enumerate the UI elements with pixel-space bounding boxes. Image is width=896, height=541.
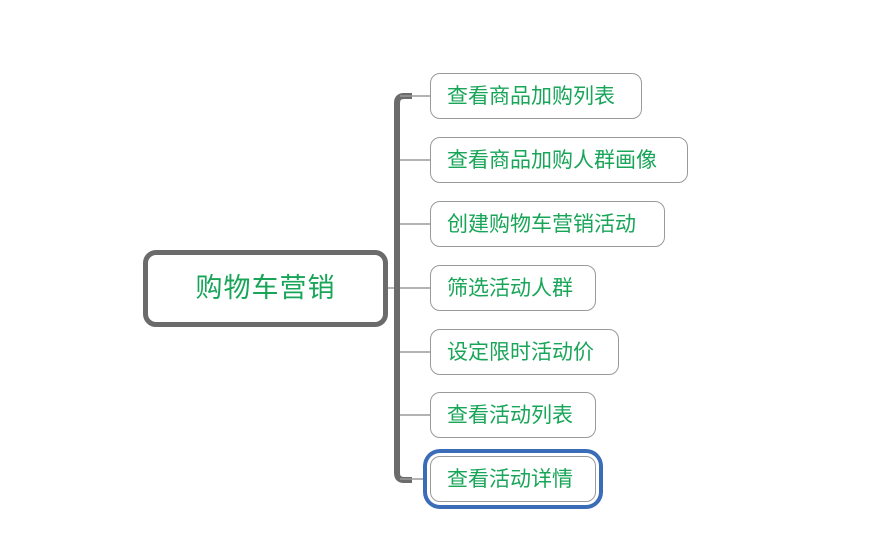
mindmap-node-7-label: 查看活动详情 bbox=[447, 466, 573, 491]
mindmap-node-5[interactable]: 设定限时活动价 bbox=[430, 329, 619, 375]
mindmap-node-3[interactable]: 创建购物车营销活动 bbox=[430, 201, 665, 247]
root-node[interactable]: 购物车营销 bbox=[143, 250, 388, 327]
mindmap-node-4[interactable]: 筛选活动人群 bbox=[430, 265, 596, 311]
mindmap-node-7[interactable]: 查看活动详情 bbox=[430, 456, 596, 502]
mindmap-node-2-label: 查看商品加购人群画像 bbox=[447, 147, 657, 172]
mindmap-node-6[interactable]: 查看活动列表 bbox=[430, 392, 596, 438]
mindmap-node-6-label: 查看活动列表 bbox=[447, 402, 573, 427]
mindmap-node-1[interactable]: 查看商品加购列表 bbox=[430, 73, 642, 119]
mindmap-node-1-label: 查看商品加购列表 bbox=[447, 83, 615, 108]
mindmap-node-5-label: 设定限时活动价 bbox=[447, 339, 594, 364]
mindmap-node-4-label: 筛选活动人群 bbox=[447, 275, 573, 300]
mindmap-node-2[interactable]: 查看商品加购人群画像 bbox=[430, 137, 688, 183]
mindmap-node-3-label: 创建购物车营销活动 bbox=[447, 211, 636, 236]
root-node-label: 购物车营销 bbox=[195, 273, 336, 304]
